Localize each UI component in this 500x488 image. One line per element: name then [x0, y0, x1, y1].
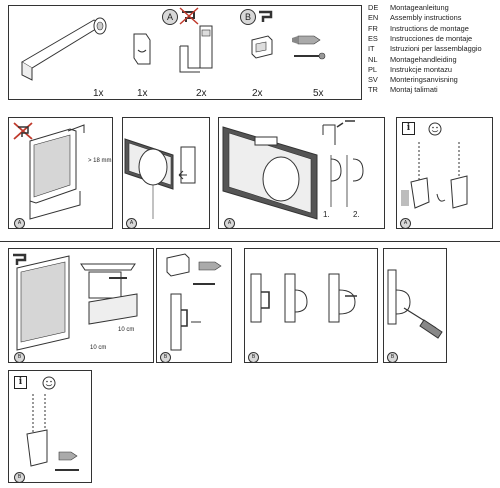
option-b-marker: B	[14, 352, 25, 363]
width-label-1: 10 cm	[118, 327, 135, 333]
drill-mark-icon	[13, 253, 27, 265]
language-row: PL Instrukcje montazu	[368, 65, 452, 75]
install-in-frame-illustration	[222, 120, 364, 220]
language-code: TR	[368, 85, 378, 95]
chain-adjust-illustration	[401, 142, 468, 209]
language-text: Montaj talimati	[390, 85, 438, 95]
language-text: Istruzioni per lassemblaggio	[390, 44, 482, 54]
language-text: Montagehandleiding	[390, 54, 457, 64]
language-code: ES	[368, 33, 378, 43]
info-icon: i	[402, 122, 415, 135]
language-text: Assembly instructions	[390, 13, 462, 23]
language-code: PL	[368, 64, 378, 74]
language-row: FR Instructions de montage	[368, 24, 469, 34]
language-code: NL	[368, 54, 378, 64]
info-icon-2: i	[14, 376, 27, 389]
language-text: Monteringsanvisning	[390, 75, 458, 85]
option-a-badge: A	[162, 9, 178, 25]
language-row: DE Montageanleitung	[368, 3, 449, 13]
smiley-icon-2	[42, 376, 56, 390]
window-drill-illustration	[16, 255, 138, 351]
language-text: Instrucciones de montaje	[390, 33, 473, 43]
step-a4-panel	[396, 117, 493, 229]
language-row: EN Assembly instructions	[368, 13, 461, 23]
language-row: SV Monteringsanvisning	[368, 75, 458, 85]
min-height-label: > 18 mm	[88, 158, 112, 164]
bracket-screw-illustration	[166, 253, 222, 351]
clip-quantity: 2x	[196, 88, 207, 99]
width-label-2: 10 cm	[90, 345, 107, 351]
language-row: IT Istruzioni per lassemblaggio	[368, 44, 482, 54]
language-code: EN	[368, 13, 379, 23]
option-a-marker-3: A	[224, 218, 235, 229]
step-2-label: 2.	[353, 210, 360, 219]
roller-head-clip-illustration	[124, 138, 196, 219]
clamp-part-icon	[251, 35, 273, 59]
option-a-marker: A	[14, 218, 25, 229]
option-b-marker-4: B	[387, 352, 398, 363]
language-code: IT	[368, 44, 375, 54]
option-a-marker-2: A	[126, 218, 137, 229]
language-code: FR	[368, 23, 378, 33]
option-b-marker-2: B	[160, 352, 171, 363]
language-text: Montageanleitung	[390, 3, 449, 12]
step-b3-panel	[244, 248, 378, 363]
screwdriver-illustration	[387, 269, 443, 339]
bracket-part-icon	[133, 33, 151, 65]
clamp-quantity: 2x	[252, 88, 263, 99]
language-row: NL Montagehandleiding	[368, 55, 457, 65]
option-b-marker-5: B	[14, 472, 25, 483]
language-code: SV	[368, 75, 378, 85]
option-b-badge: B	[240, 9, 256, 25]
roller-quantity: 1x	[93, 88, 104, 99]
bracket-quantity: 1x	[137, 88, 148, 99]
language-row: ES Instrucciones de montaje	[368, 34, 472, 44]
language-code: DE	[368, 3, 379, 12]
attach-bracket-illustration	[250, 273, 357, 323]
step-1-label: 1.	[323, 210, 330, 219]
screw-quantity: 5x	[313, 88, 324, 99]
option-b-marker-3: B	[248, 352, 259, 363]
clip-part-icon	[179, 25, 213, 73]
drill-icon	[259, 10, 273, 22]
section-divider	[0, 241, 500, 242]
roller-blind-illustration	[21, 17, 107, 81]
language-text: Instructions de montage	[390, 23, 469, 33]
option-a-marker-4: A	[400, 218, 411, 229]
language-text: Instrukcje montazu	[390, 64, 453, 74]
chain-screw-illustration	[26, 394, 79, 471]
smiley-icon	[428, 122, 442, 136]
no-drill-icon	[179, 7, 199, 25]
window-no-drill-illustration	[13, 122, 85, 220]
language-row: TR Montaj talimati	[368, 85, 438, 95]
screw-part-icon	[292, 35, 326, 60]
